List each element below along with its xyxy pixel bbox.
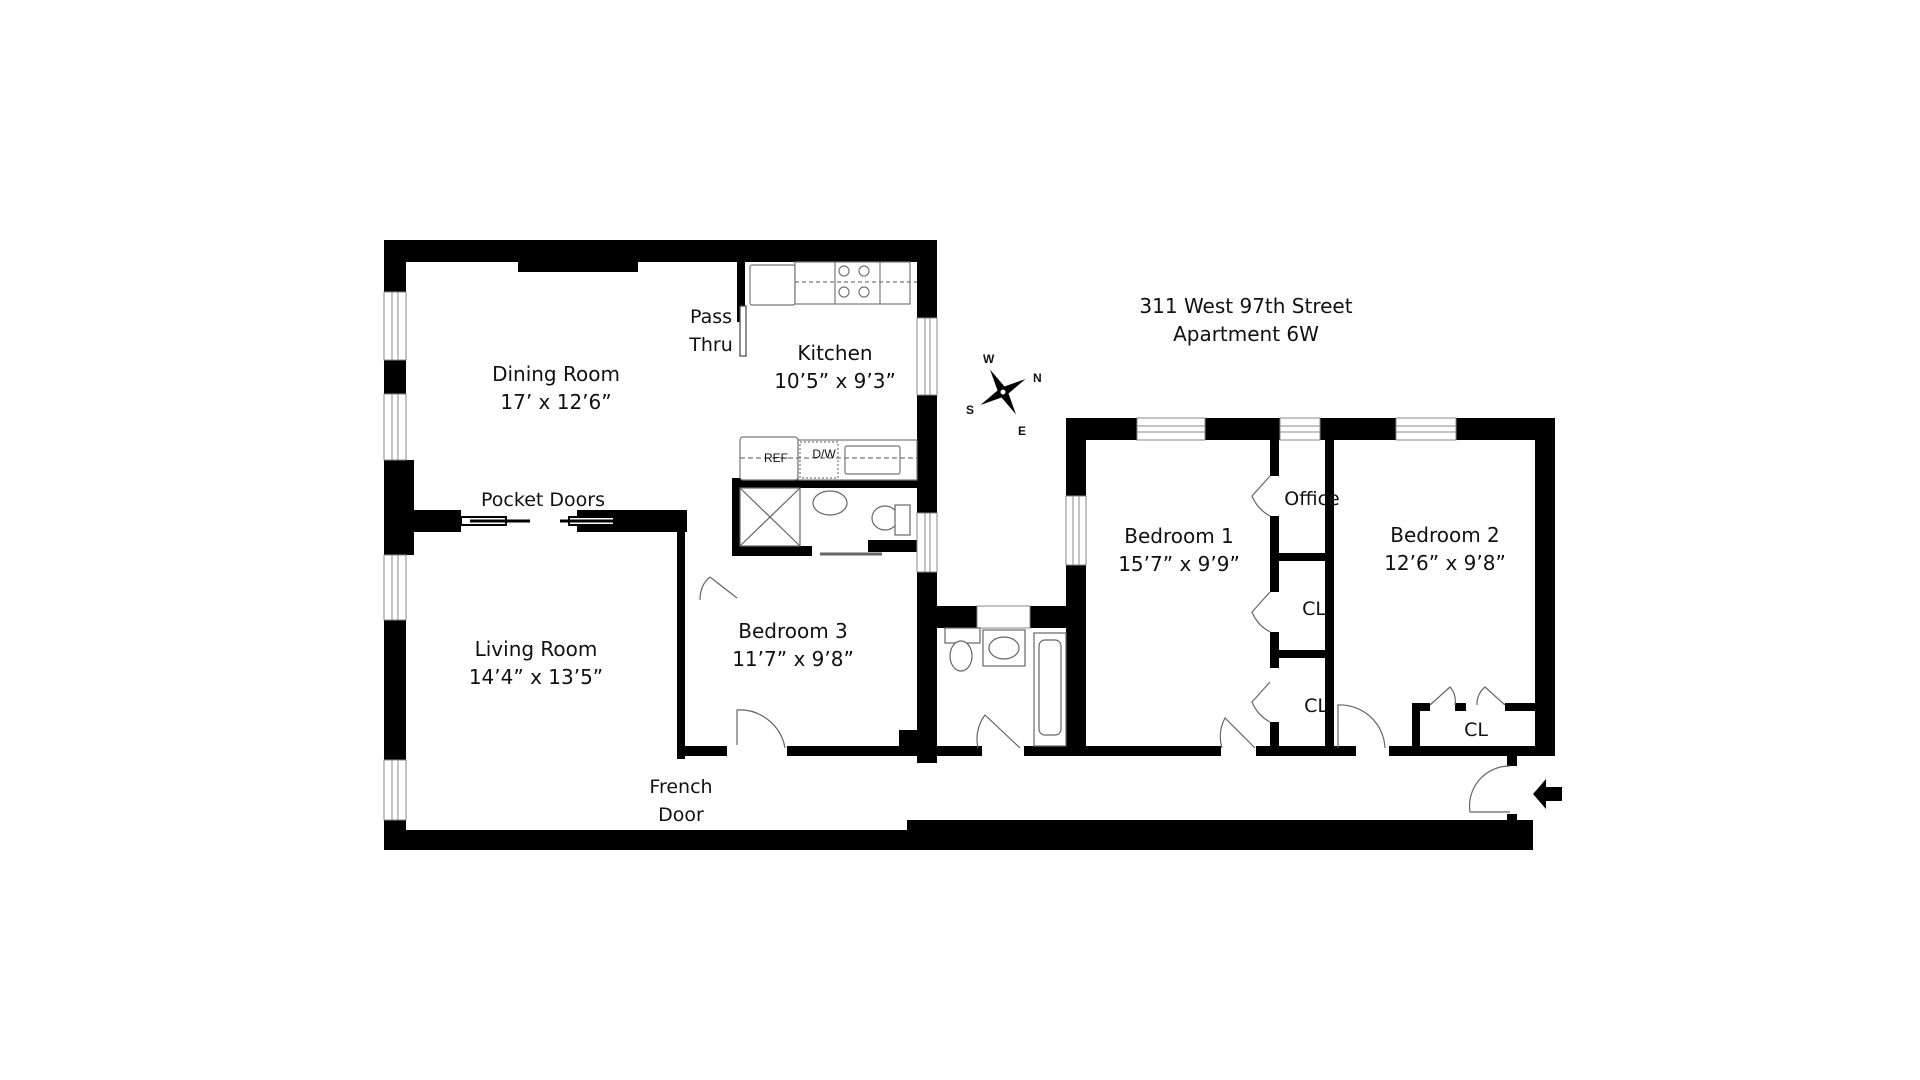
room-dimensions: 10’5” x 9’3” [774,369,896,393]
room-dimensions: 11’7” x 9’8” [732,647,854,671]
room-name: Bedroom 2 [1390,523,1500,547]
pass-thru-line2: Thru [689,334,733,356]
room-dining: Dining Room 17’ x 12’6” [492,360,620,416]
closet-label-2: CL [1304,695,1328,717]
room-bedroom-3: Bedroom 3 11’7” x 9’8” [732,617,854,673]
compass-icon [980,369,1026,415]
room-name: Living Room [474,637,598,661]
room-dimensions: 15’7” x 9’9” [1118,552,1240,576]
room-name: Bedroom 1 [1124,524,1234,548]
room-bedroom-2: Bedroom 2 12’6” x 9’8” [1384,521,1506,577]
dw-label: D/W [812,447,836,461]
address-block: 311 West 97th Street Apartment 6W [1139,292,1352,348]
office-label: Office [1284,488,1340,510]
compass-e: E [1018,424,1027,438]
address-line1: 311 West 97th Street [1139,294,1353,318]
room-dimensions: 14’4” x 13’5” [468,665,604,689]
room-living: Living Room 14’4” x 13’5” [469,635,603,691]
french-door-line1: French [649,776,713,798]
french-door-line2: Door [658,804,704,826]
compass-w: W [983,352,995,366]
closet-label-3: CL [1464,719,1488,741]
room-dimensions: 12’6” x 9’8” [1384,551,1506,575]
compass-n: N [1033,371,1042,385]
room-name: Dining Room [492,362,620,386]
room-name: Kitchen [797,341,873,365]
closet-label-1: CL [1302,598,1326,620]
room-name: Bedroom 3 [738,619,848,643]
entrance-arrow-icon [1533,779,1562,809]
room-bedroom-1: Bedroom 1 15’7” x 9’9” [1118,522,1240,578]
pocket-doors-label: Pocket Doors [481,489,605,511]
room-kitchen: Kitchen 10’5” x 9’3” [774,339,896,395]
compass-s: S [966,403,975,417]
pass-thru-label: Pass Thru [689,303,733,359]
french-door-label: French Door [649,773,712,829]
address-line2: Apartment 6W [1173,322,1319,346]
room-dimensions: 17’ x 12’6” [500,390,612,414]
ref-label: REF [764,451,788,465]
pass-thru-line1: Pass [689,306,733,328]
